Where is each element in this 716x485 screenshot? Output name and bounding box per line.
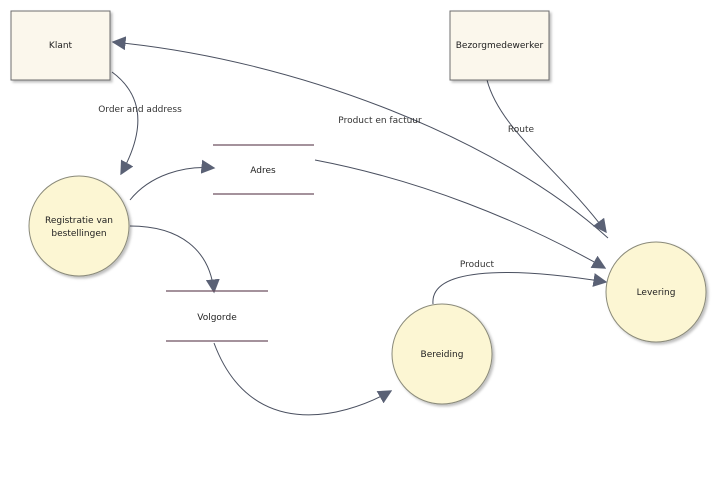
process-bereiding[interactable]: Bereiding xyxy=(391,303,493,405)
flow-order-and-address[interactable] xyxy=(111,71,139,176)
entity-bezorgmedewerker-label: Bezorgmedewerker xyxy=(456,41,544,51)
flow-labels: Order and address Product en factuur Rou… xyxy=(98,105,534,270)
entity-bezorgmedewerker[interactable]: Bezorgmedewerker xyxy=(449,10,550,81)
store-adres-label: Adres xyxy=(250,166,276,176)
flow-product[interactable] xyxy=(432,272,608,305)
store-adres[interactable]: Adres xyxy=(213,144,314,195)
process-registratie-label-line1: Registratie van xyxy=(45,216,113,226)
process-registratie[interactable]: Registratie van bestellingen xyxy=(28,175,130,277)
flow-registratie-to-adres[interactable] xyxy=(129,159,216,201)
flow-adres-to-levering[interactable] xyxy=(314,159,607,269)
process-registratie-label-line2: bestellingen xyxy=(51,229,106,239)
process-levering-label: Levering xyxy=(637,288,676,298)
entity-klant[interactable]: Klant xyxy=(10,10,111,81)
flow-volgorde-to-bereiding[interactable] xyxy=(213,342,393,416)
flow-registratie-to-volgorde[interactable] xyxy=(129,225,220,294)
process-levering-circle xyxy=(605,241,707,343)
process-bereiding-label: Bereiding xyxy=(421,350,464,360)
store-volgorde-label: Volgorde xyxy=(197,313,237,323)
flow-route[interactable] xyxy=(486,79,607,234)
process-levering[interactable]: Levering xyxy=(605,241,707,343)
store-volgorde[interactable]: Volgorde xyxy=(166,290,268,342)
entity-klant-box xyxy=(10,10,111,81)
process-bereiding-circle xyxy=(391,303,493,405)
entity-bezorgmedewerker-box xyxy=(449,10,550,81)
entity-klant-label: Klant xyxy=(49,41,73,51)
flow-product-en-factuur[interactable] xyxy=(111,36,609,239)
process-registratie-circle xyxy=(28,175,130,277)
flow-label-route: Route xyxy=(508,125,535,135)
flow-label-order-and-address: Order and address xyxy=(98,105,182,115)
flow-label-product: Product xyxy=(460,260,495,270)
flows xyxy=(111,36,609,416)
flow-label-product-en-factuur: Product en factuur xyxy=(338,116,422,126)
